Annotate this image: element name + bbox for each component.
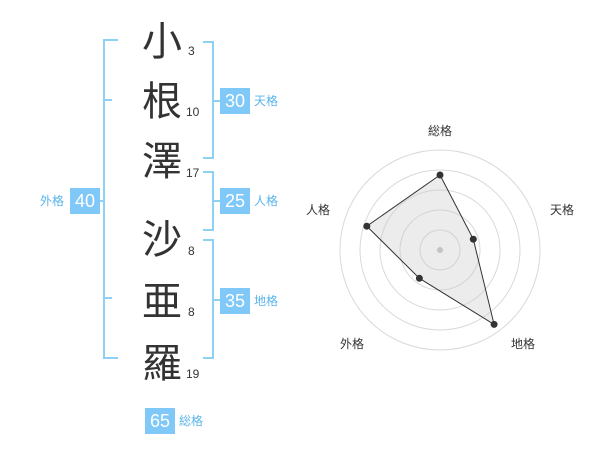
stroke-count-4: 8: [188, 244, 195, 258]
radar-point-3: [415, 274, 423, 282]
name-char-2: 根: [142, 79, 182, 125]
soukaku-value-badge: 65: [145, 408, 175, 434]
jinkaku-value-badge: 25: [220, 188, 250, 214]
radar-axis-label-soukaku: 総格: [428, 124, 453, 138]
radar-axis-label-jinkaku: 人格: [306, 203, 331, 217]
name-char-4: 沙: [142, 217, 182, 263]
radar-ring: [399, 209, 481, 291]
radar-axis-label-gaikaku: 外格: [340, 337, 365, 351]
radar-ring: [379, 189, 501, 311]
name-char-5: 亜: [142, 279, 182, 325]
radar-point-4: [363, 222, 371, 230]
name-char-3: 澤: [142, 139, 182, 185]
stroke-count-5: 8: [188, 305, 195, 319]
radar-polygon: [366, 174, 495, 326]
stroke-count-2: 10: [186, 105, 200, 119]
gaikaku-label: 外格: [40, 194, 65, 208]
radar-point-0: [436, 171, 444, 179]
gaikaku-bracket: [103, 39, 118, 359]
radar-axis-label-tenkaku: 天格: [550, 203, 575, 217]
stroke-count-6: 19: [186, 367, 200, 381]
name-char-1: 小: [142, 19, 182, 65]
radar-ring-outer: [339, 149, 541, 351]
stroke-count-3: 17: [186, 166, 200, 180]
chikaku-label: 地格: [254, 294, 279, 308]
tenkaku-value-badge: 30: [220, 88, 250, 114]
stroke-count-1: 3: [188, 44, 195, 58]
chikaku-value-badge: 35: [220, 288, 250, 314]
radar-ring-inner: [419, 229, 461, 271]
radar-axis-label-chikaku: 地格: [511, 337, 536, 351]
radar-center-dot: [437, 247, 443, 253]
radar-point-1: [469, 235, 477, 243]
soukaku-label: 総格: [179, 414, 204, 428]
radar-point-2: [490, 320, 498, 328]
radar-ring: [359, 169, 521, 331]
jinkaku-label: 人格: [254, 194, 279, 208]
gaikaku-value-badge: 40: [70, 188, 100, 214]
tenkaku-label: 天格: [254, 94, 279, 108]
name-char-6: 羅: [142, 341, 182, 387]
